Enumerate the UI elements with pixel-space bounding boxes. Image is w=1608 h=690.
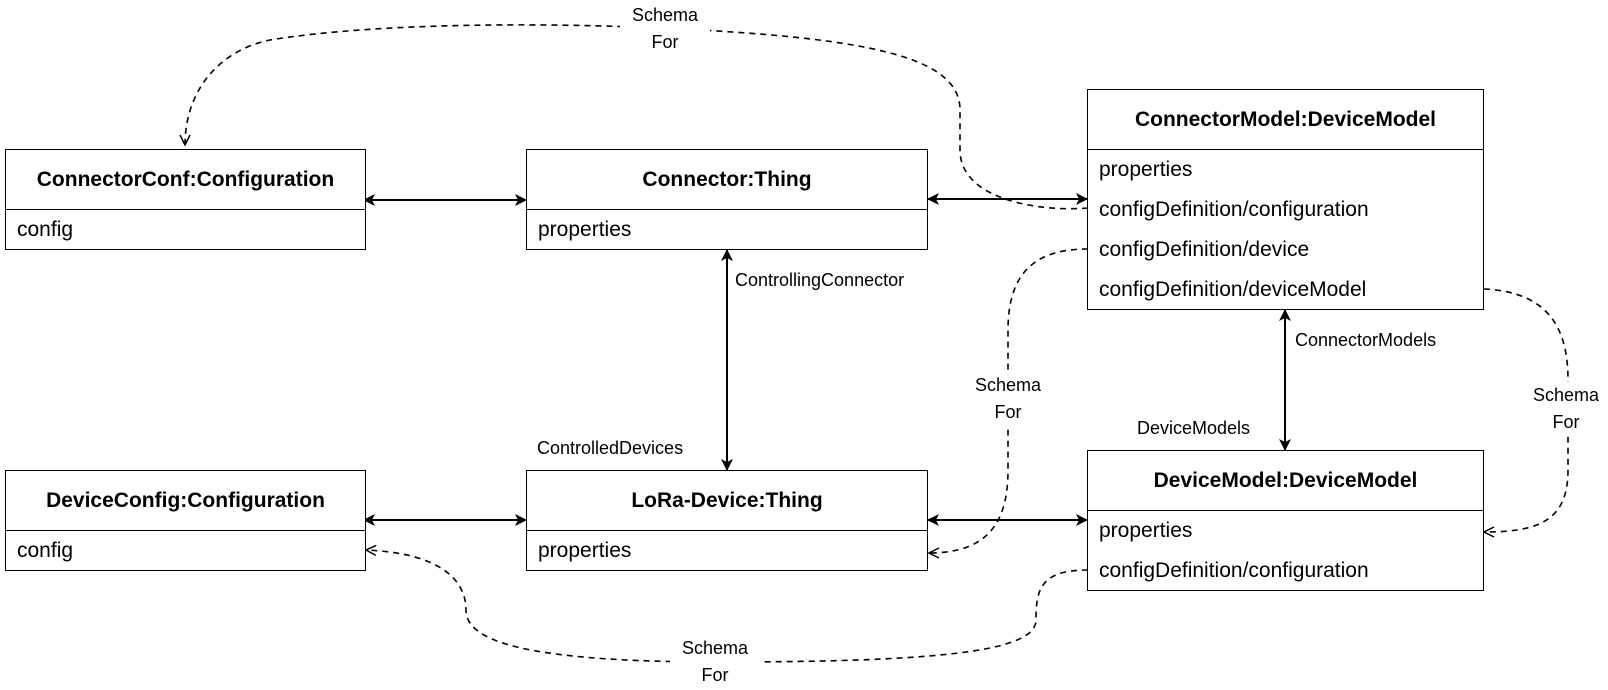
- label-device-models: DeviceModels: [1137, 418, 1251, 438]
- label-schema-for-right: Schema For: [1521, 382, 1608, 436]
- devicemodel-row-configdefinition-configuration: configDefinition/configuration: [1099, 559, 1369, 582]
- loradevice-row-properties: properties: [538, 539, 632, 562]
- devicemodel-box[interactable]: DeviceModel:DeviceModel properties confi…: [1087, 450, 1484, 591]
- label-schema-for-middle: Schema For: [963, 372, 1053, 426]
- connector-row-properties: properties: [538, 218, 632, 241]
- devicemodel-row-properties: properties: [1099, 519, 1193, 542]
- schema-for-middle-line2: For: [994, 402, 1022, 422]
- schema-for-bottom-line1: Schema: [681, 638, 749, 658]
- deviceconfig-title: DeviceConfig:Configuration: [6, 471, 365, 531]
- label-schema-for-top: Schema For: [620, 2, 710, 56]
- connectorconf-box[interactable]: ConnectorConf:Configuration config: [5, 149, 366, 250]
- label-connector-models: ConnectorModels: [1295, 330, 1437, 350]
- schema-for-right-line2: For: [1552, 412, 1580, 432]
- connectormodel-row-configdefinition-devicemodel: configDefinition/deviceModel: [1099, 278, 1367, 301]
- schema-for-top-line2: For: [651, 32, 679, 52]
- label-schema-for-bottom: Schema For: [670, 635, 760, 689]
- loradevice-title: LoRa-Device:Thing: [527, 471, 927, 531]
- connectormodel-box[interactable]: ConnectorModel:DeviceModel properties co…: [1087, 89, 1484, 310]
- connectormodel-row-configdefinition-configuration: configDefinition/configuration: [1099, 198, 1369, 221]
- connector-title: Connector:Thing: [527, 150, 927, 210]
- devicemodel-title: DeviceModel:DeviceModel: [1088, 451, 1483, 511]
- schema-for-bottom-line2: For: [701, 665, 729, 685]
- schema-for-middle-line1: Schema: [974, 375, 1042, 395]
- schema-for-right-line1: Schema: [1532, 385, 1600, 405]
- deviceconfig-row-config: config: [17, 539, 74, 562]
- connectormodel-row-configdefinition-device: configDefinition/device: [1099, 238, 1310, 261]
- deviceconfig-box[interactable]: DeviceConfig:Configuration config: [5, 470, 366, 571]
- connectorconf-row-config: config: [17, 218, 74, 241]
- connectorconf-title: ConnectorConf:Configuration: [6, 150, 365, 210]
- schema-for-top-line1: Schema: [631, 5, 699, 25]
- connectormodel-row-properties: properties: [1099, 158, 1193, 181]
- connectormodel-title: ConnectorModel:DeviceModel: [1088, 90, 1483, 150]
- connector-box[interactable]: Connector:Thing properties: [526, 149, 928, 250]
- loradevice-box[interactable]: LoRa-Device:Thing properties: [526, 470, 928, 571]
- label-controlled-devices: ControlledDevices: [537, 438, 684, 458]
- label-controlling-connector: ControllingConnector: [735, 270, 905, 290]
